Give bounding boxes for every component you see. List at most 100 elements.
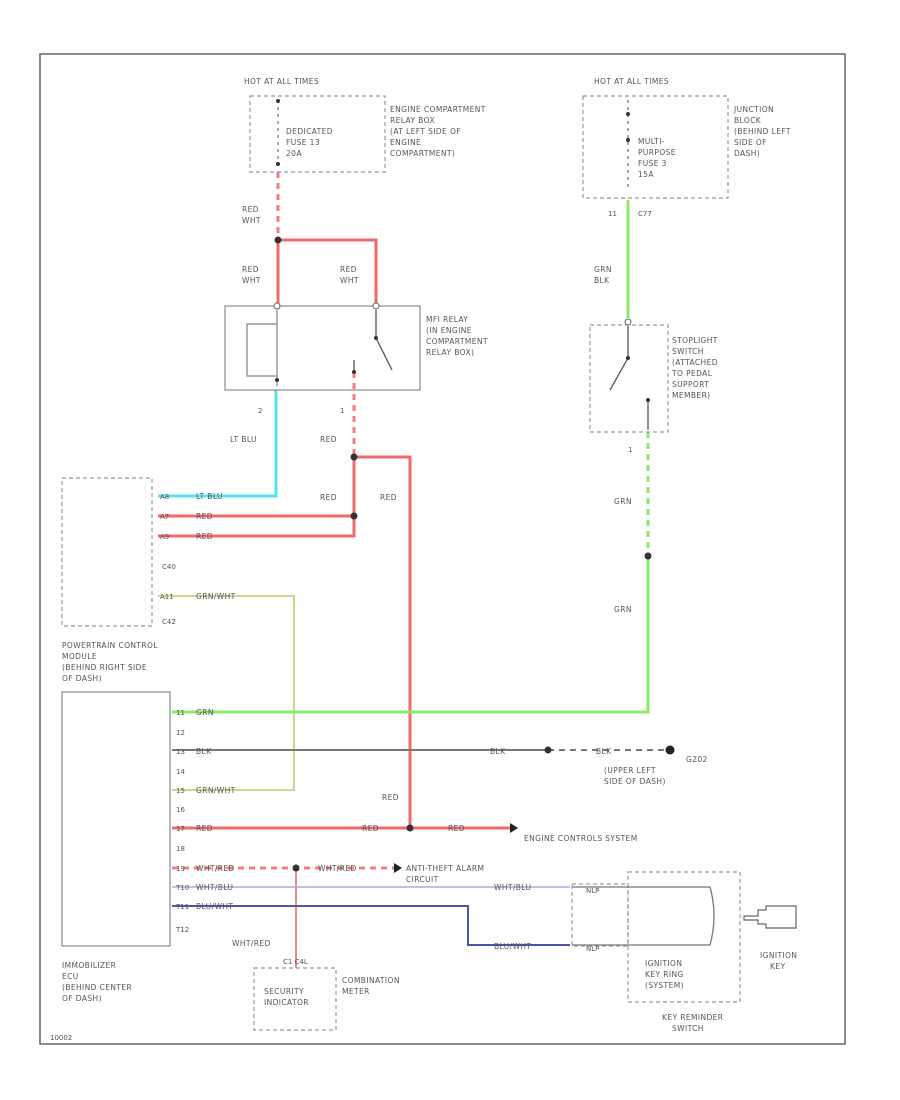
label-red-ecu: RED — [196, 824, 213, 833]
label-blk-ecu: BLK — [196, 747, 212, 756]
relay-switch-terminal — [352, 370, 356, 374]
key-cylinder — [572, 886, 715, 946]
fuse-3-terminal-bottom — [626, 138, 630, 142]
meter-box — [253, 967, 337, 1031]
fuse-13-name: DEDICATED FUSE 13 20A — [286, 127, 336, 158]
ecu-pin-14: 14 — [176, 768, 185, 776]
key-reminder-pin-top: NLP — [586, 887, 599, 895]
ecu-pin-11: 11 — [176, 709, 185, 717]
key-ring-label: IGNITION KEY RING (SYSTEM) — [645, 959, 686, 990]
label-grn-lower: GRN — [614, 605, 632, 614]
stoplight-pin-top — [624, 318, 632, 326]
relay-pin-right-top — [372, 302, 380, 310]
meter-connector: C1 C4L — [283, 958, 308, 966]
fuse-13-terminal-bottom — [276, 162, 280, 166]
splice-red-engine — [406, 824, 414, 832]
stoplight-switch-contact — [609, 326, 649, 430]
label-blk-mid: BLK — [490, 747, 506, 756]
ecu-pin-t11: T11 — [175, 903, 189, 911]
label-wht-red-mid: WHT/RED — [318, 864, 357, 873]
wire-grn-ecu — [172, 556, 650, 714]
pcm-pin-a11: A11 — [160, 593, 174, 601]
relay-switch-pivot — [374, 336, 378, 340]
engine-controls-label: ENGINE CONTROLS SYSTEM — [524, 834, 638, 843]
wire-red-pcm-a7 — [158, 457, 356, 518]
label-blu-wht-ecu: BLU/WHT — [196, 902, 233, 911]
ecu-pin-12: 12 — [176, 729, 185, 737]
ignition-key-icon — [743, 905, 797, 929]
relay-coil — [246, 323, 278, 377]
pcm-connector-c40: C40 — [162, 563, 176, 571]
pcm-box — [61, 477, 153, 627]
splice-grn — [644, 552, 652, 560]
label-grn-wht-pcm: GRN/WHT — [196, 592, 236, 601]
label-red-pcm-a7: RED — [196, 512, 213, 521]
label-red-splice: RED — [320, 493, 337, 502]
pcm-pin-a7: A7 — [160, 513, 169, 521]
ground-label: G202 (UPPER LEFT SIDE OF DASH) — [604, 755, 711, 786]
pcm-pin-a9: A9 — [160, 533, 169, 541]
relay-pin-1: 1 — [340, 407, 344, 415]
fuse-3-location: JUNCTION BLOCK (BEHIND LEFT SIDE OF DASH… — [733, 105, 794, 158]
key-reminder-pin-bottom: NLP — [586, 945, 599, 953]
pcm-label: POWERTRAIN CONTROL MODULE (BEHIND RIGHT … — [62, 641, 161, 683]
wire-lt-blu — [158, 390, 278, 498]
ecu-pin-t10: T10 — [175, 884, 189, 892]
fuse-3-name: MULTI- PURPOSE FUSE 3 15A — [638, 137, 679, 179]
ecu-pin-19: 19 — [176, 865, 185, 873]
label-wht-red-ecu: WHT/RED — [196, 864, 235, 873]
ignition-key-component: IGNITION KEY — [743, 905, 797, 971]
wire-red-wht-relay-right — [278, 238, 378, 305]
relay-label: MFI RELAY (IN ENGINE COMPARTMENT RELAY B… — [426, 315, 491, 357]
security-indicator-label: SECURITY INDICATOR — [264, 987, 309, 1007]
label-red-vertical: RED — [380, 493, 397, 502]
label-blk-dashed: BLK — [596, 747, 612, 756]
diagram-frame — [39, 53, 846, 1045]
relay-pin-2: 2 — [258, 407, 262, 415]
key-reminder-switch-component: NLP NLP IGNITION KEY RING (SYSTEM) KEY R… — [571, 871, 741, 1033]
destination-labels: G202 (UPPER LEFT SIDE OF DASH) ENGINE CO… — [50, 755, 711, 1042]
label-grn-ecu: GRN — [196, 708, 214, 717]
stoplight-label: STOPLIGHT SWITCH (ATTACHED TO PEDAL SUPP… — [671, 336, 721, 400]
fuse-13-component: HOT AT ALL TIMES DEDICATED FUSE 13 20A E… — [244, 77, 489, 173]
label-wht-blu-ecu: WHT/BLU — [196, 883, 233, 892]
label-red-above-splice: RED — [382, 793, 399, 802]
ecu-pin-t12: T12 — [175, 926, 189, 934]
arrow-engine-controls — [510, 823, 518, 833]
label-red-mid: RED — [362, 824, 379, 833]
meter-label: COMBINATION METER — [342, 976, 403, 996]
label-wht-blu-key: WHT/BLU — [494, 883, 531, 892]
wire-blu-wht — [172, 905, 570, 946]
fuse-13-terminal-top — [276, 99, 280, 103]
fuse-13-location: ENGINE COMPARTMENT RELAY BOX (AT LEFT SI… — [390, 105, 489, 158]
fuse-3-connector: C77 — [638, 210, 652, 218]
wire-red-pcm-a9 — [158, 516, 356, 538]
label-grn-wht-ecu: GRN/WHT — [196, 786, 236, 795]
ecu-pin-16: 16 — [176, 806, 185, 814]
mfi-relay-box — [224, 305, 421, 391]
fuse-3-component: HOT AT ALL TIMES MULTI- PURPOSE FUSE 3 1… — [582, 77, 794, 218]
combination-meter-component: C1 C4L SECURITY INDICATOR COMBINATION ME… — [253, 958, 403, 1031]
key-reminder-label: KEY REMINDER SWITCH — [662, 1013, 726, 1033]
fuse-3-hot-label: HOT AT ALL TIMES — [594, 77, 669, 86]
fuse-3-pin: 11 — [608, 210, 617, 218]
label-red-pcm-a9: RED — [196, 532, 213, 541]
fuse-3-terminal-top — [626, 112, 630, 116]
splice-points — [274, 236, 675, 873]
splice-red-wht — [274, 236, 282, 244]
splice-red-upper — [350, 453, 358, 461]
stoplight-terminal — [646, 398, 650, 402]
label-grn-upper: GRN — [614, 497, 632, 506]
ecu-box — [61, 691, 171, 947]
ecu-pin-17: 17 — [176, 825, 185, 833]
stoplight-pin-1: 1 — [628, 446, 632, 454]
stoplight-switch-component: STOPLIGHT SWITCH (ATTACHED TO PEDAL SUPP… — [589, 318, 721, 454]
pcm-component: A8 A7 A9 C40 A11 C42 POWERTRAIN CONTROL … — [61, 477, 176, 683]
fuse-13-hot-label: HOT AT ALL TIMES — [244, 77, 319, 86]
arrow-antitheft — [394, 863, 402, 873]
